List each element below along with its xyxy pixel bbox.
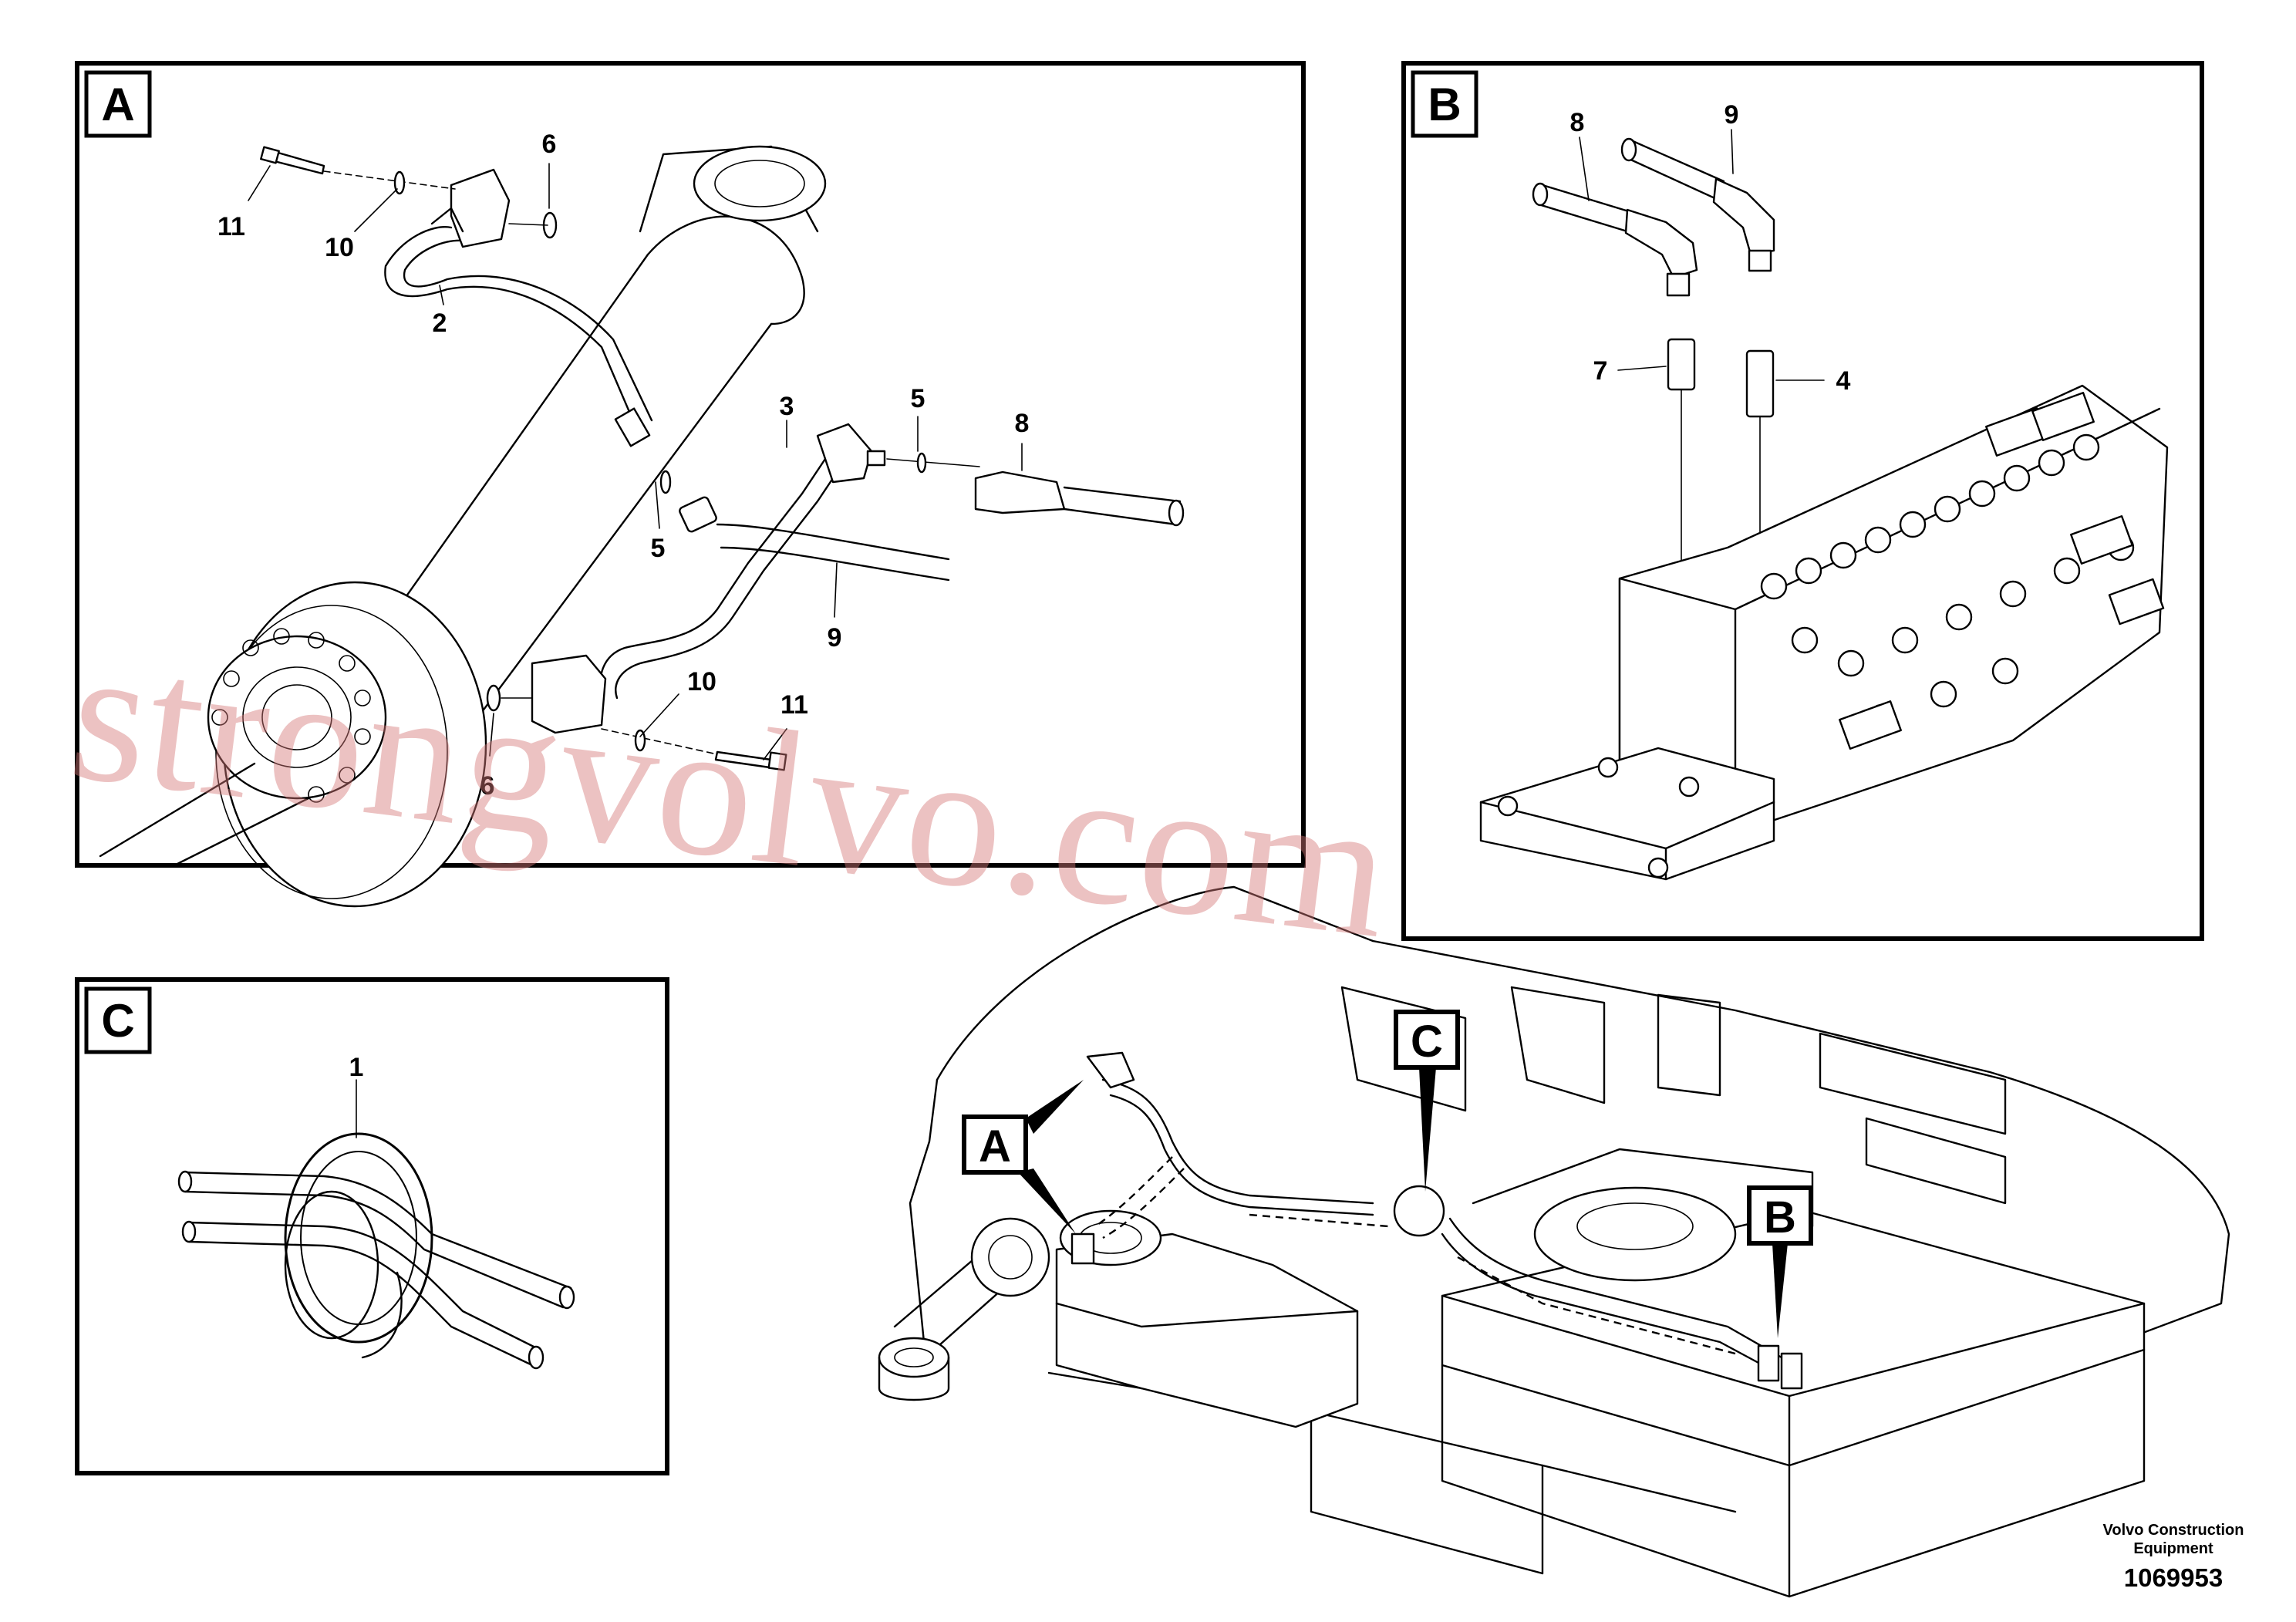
callout-b-7: 7 <box>1593 356 1608 386</box>
callout-a-5-upper: 5 <box>911 384 925 413</box>
callout-a-2: 2 <box>433 309 447 338</box>
detail-tag-b-letter: B <box>1764 1192 1796 1243</box>
panel-a: A <box>75 61 1306 908</box>
panel-c-frame <box>75 977 669 1475</box>
callout-b-4: 4 <box>1836 366 1851 396</box>
callout-a-8: 8 <box>1015 409 1030 438</box>
callout-a-10: 10 <box>325 233 354 262</box>
callout-a-9: 9 <box>828 623 842 653</box>
callout-a-6-lower: 6 <box>480 771 495 801</box>
detail-tag-b-pointer <box>1772 1243 1788 1338</box>
control-valve-illustration <box>1479 137 2169 881</box>
detail-tag-a-pointer-lower <box>1018 1168 1076 1234</box>
callouts-panel-a: 11 10 6 2 5 3 5 8 9 10 11 6 <box>217 130 1029 801</box>
callout-a-6: 6 <box>542 130 557 159</box>
detail-tag-c-pointer <box>1419 1067 1436 1192</box>
detail-tag-b <box>1747 1185 1813 1246</box>
panel-c-tab <box>84 986 152 1054</box>
panel-a-letter: A <box>101 79 134 130</box>
corp-name-line1: Volvo Construction <box>2103 1522 2244 1539</box>
detail-tag-c-letter: C <box>1411 1017 1443 1067</box>
callouts-panel-b: 8 9 7 4 <box>1570 100 1851 396</box>
panel-a-tab <box>84 70 152 138</box>
callout-a-10-lower: 10 <box>687 667 716 696</box>
callout-a-5-lower: 5 <box>651 534 666 563</box>
detail-tag-a <box>962 1114 1028 1175</box>
panel-b-letter: B <box>1428 79 1461 130</box>
grommet-illustration <box>177 1079 575 1370</box>
detail-tag-a-letter: A <box>979 1121 1011 1172</box>
detail-tag-a-pointer-upper <box>1026 1080 1084 1134</box>
document-number: 1069953 <box>2124 1563 2223 1592</box>
callout-b-8: 8 <box>1570 108 1585 137</box>
callout-b-9: 9 <box>1725 100 1739 130</box>
panel-c: C 1 <box>75 977 669 1475</box>
panel-b-tab <box>1411 70 1478 138</box>
corp-name-line2: Equipment <box>2133 1540 2213 1557</box>
upper-frame-illustration <box>878 885 2230 1598</box>
boom-cylinder-illustration <box>99 145 1185 908</box>
panel-b: B <box>1401 61 2204 941</box>
callout-a-11: 11 <box>217 212 245 241</box>
callout-c-1: 1 <box>349 1053 364 1082</box>
detail-tags: A C B <box>962 1010 1813 1338</box>
callout-a-3: 3 <box>780 392 794 421</box>
panel-c-letter: C <box>101 995 134 1047</box>
callout-a-11-lower: 11 <box>781 690 808 720</box>
